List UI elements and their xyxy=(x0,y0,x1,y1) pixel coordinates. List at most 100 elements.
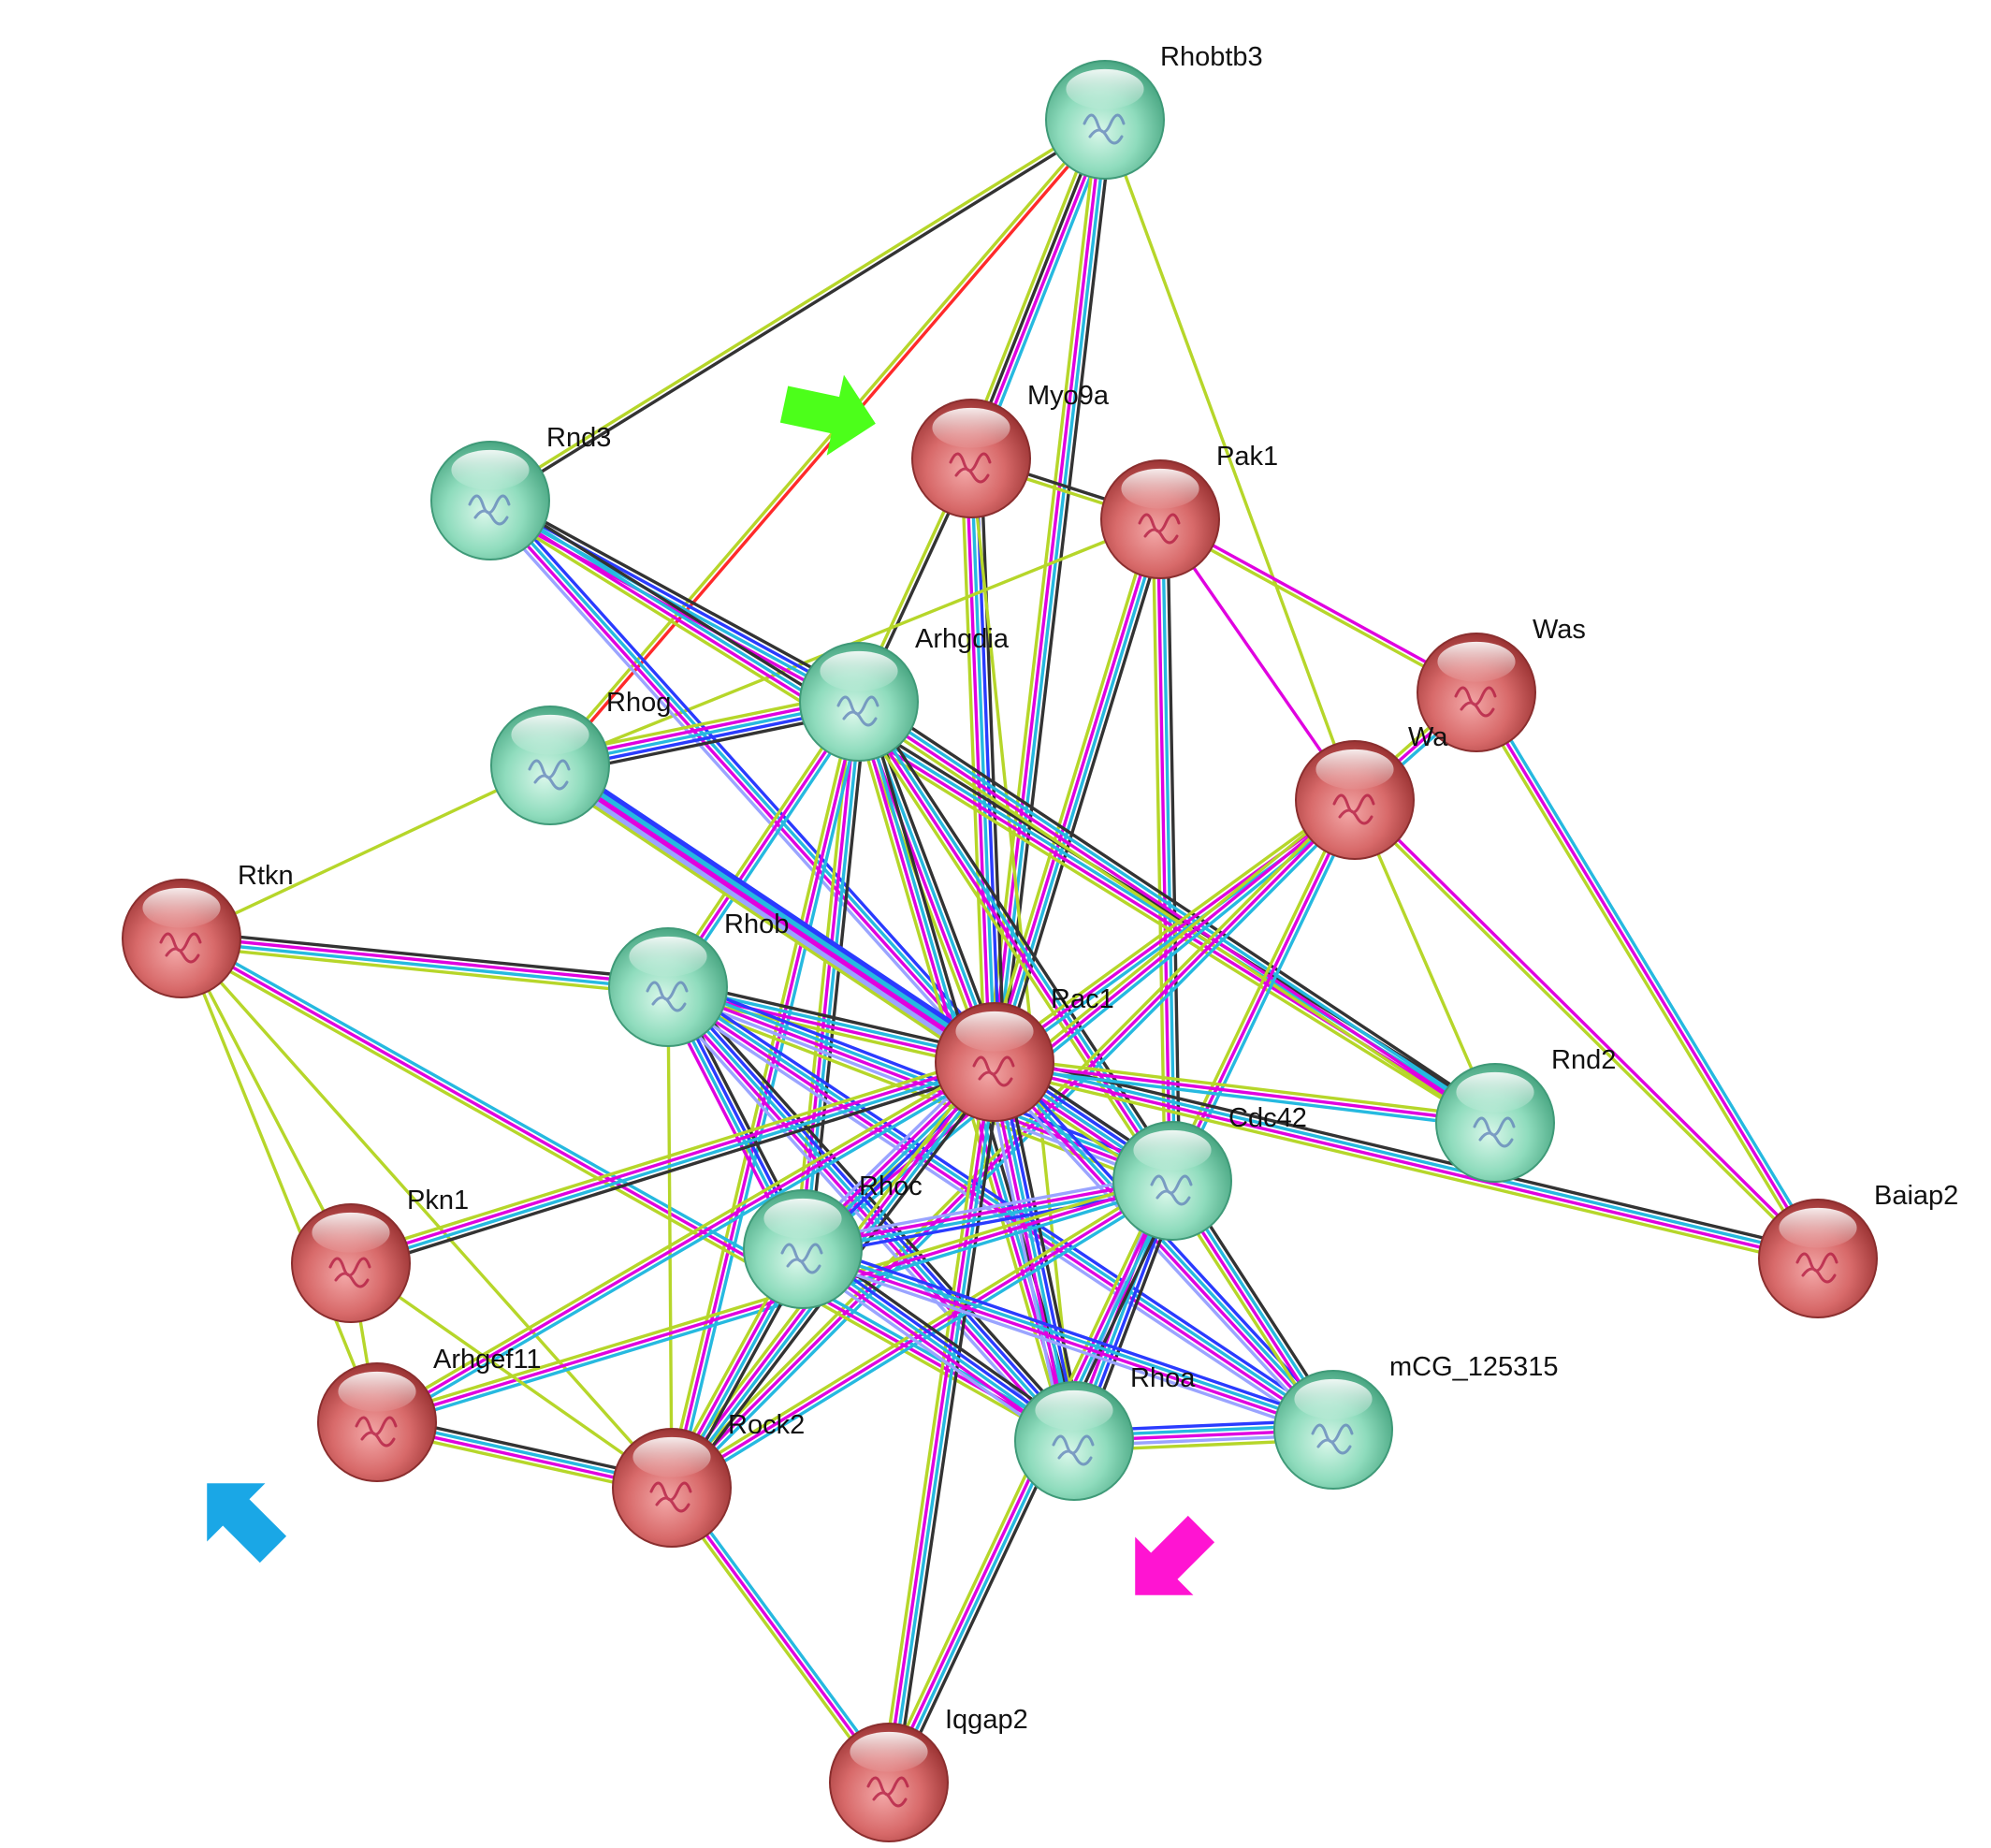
node-arhgef11[interactable]: Arhgef11 xyxy=(317,1345,542,1482)
edge-line-yellowgreen xyxy=(485,504,1493,1131)
node-wasl[interactable]: Wa xyxy=(1295,722,1448,860)
edge-line-magenta xyxy=(884,1178,1172,1783)
node-myo9a[interactable]: Myo9a xyxy=(911,381,1110,518)
edge-line-cyan xyxy=(992,1065,1497,1129)
edge-Rnd3-Rac1 xyxy=(483,494,1002,1069)
edge-Wasl-Baiap2 xyxy=(1351,796,1822,1262)
protein-structure-icon xyxy=(649,1481,692,1513)
node-rhob[interactable]: Rhob xyxy=(608,909,789,1047)
node-rac1[interactable]: Rac1 xyxy=(935,984,1114,1122)
edge-line-cyan xyxy=(889,1060,999,1785)
edge-Rac1-Pkn1 xyxy=(346,1053,999,1273)
edge-Rtkn-Arhgef11 xyxy=(180,937,379,1424)
node-rock2[interactable]: Rock2 xyxy=(612,1410,805,1548)
edge-line-yellowgreen xyxy=(666,1489,887,1787)
edge-line-yellowgreen xyxy=(1157,519,1477,696)
node-label: Rhog xyxy=(606,688,671,718)
edge-Rac1-Rhoa xyxy=(983,1058,1085,1445)
edge-line-lightblue xyxy=(983,1062,1067,1445)
node-baiap2[interactable]: Baiap2 xyxy=(1758,1181,1958,1318)
edge-line-lightblue xyxy=(483,503,991,1069)
protein-structure-icon xyxy=(780,1243,823,1274)
edge-line-magenta xyxy=(1475,691,1820,1260)
node-gloss xyxy=(632,1436,711,1477)
edge-line-magenta xyxy=(487,501,995,1066)
edge-line-yellowgreen xyxy=(993,1055,1498,1120)
edge-line-yellowgreen xyxy=(180,937,379,1424)
edge-line-cyan xyxy=(995,118,1110,1065)
edge-line-cyan xyxy=(376,1184,1176,1429)
edge-line-magenta xyxy=(971,119,1110,461)
node-rhoa[interactable]: Rhoa xyxy=(1014,1363,1196,1501)
node-gloss xyxy=(955,1011,1034,1052)
annotation-arrows xyxy=(207,374,1215,1595)
node-rtkn[interactable]: Rtkn xyxy=(122,861,294,998)
edge-Pak1-Was xyxy=(1157,516,1479,696)
edge-line-magenta xyxy=(884,1059,995,1784)
node-rhoc[interactable]: Rhoc xyxy=(743,1171,923,1309)
edge-line-yellowgreen xyxy=(879,1059,989,1783)
edge-line-cyan xyxy=(549,762,998,1062)
edge-line-cyan xyxy=(1478,688,1824,1259)
protein-structure-icon xyxy=(1332,793,1375,825)
edge-line-yellowgreen xyxy=(991,1067,1818,1268)
node-rhog[interactable]: Rhog xyxy=(490,688,671,825)
edge-line-yellowgreen xyxy=(1351,800,1818,1262)
edge-line-magenta xyxy=(992,1062,1820,1263)
edge-line-yellowgreen xyxy=(372,1055,995,1420)
edge-line-lightblue xyxy=(799,1171,1173,1244)
node-pkn1[interactable]: Pkn1 xyxy=(291,1186,469,1323)
node-was[interactable]: Was xyxy=(1417,615,1586,752)
edge-line-black xyxy=(1000,119,1114,1065)
edge-Rnd2-Rac1 xyxy=(992,1055,1498,1129)
edge-line-black xyxy=(999,519,1170,1066)
edge-Rhog-Rac1 xyxy=(544,757,1001,1070)
node-gloss xyxy=(338,1371,416,1412)
node-cdc42[interactable]: Cdc42 xyxy=(1112,1103,1307,1241)
edge-Rac1-Iqgap2 xyxy=(879,1059,1004,1785)
node-rhobtb3[interactable]: Rhobtb3 xyxy=(1045,42,1263,180)
edge-line-magenta xyxy=(991,1062,1333,1433)
blue-arrow-icon xyxy=(207,1483,287,1564)
node-gloss xyxy=(312,1212,390,1253)
protein-structure-icon xyxy=(1473,1116,1516,1148)
edge-line-magenta xyxy=(798,700,859,1251)
node-gloss xyxy=(1121,468,1199,509)
node-label: Wa xyxy=(1408,722,1448,752)
edge-line-magenta xyxy=(180,934,670,987)
edge-line-cyan xyxy=(377,1064,999,1429)
node-rnd2[interactable]: Rnd2 xyxy=(1435,1045,1616,1183)
node-label: Rhobtb3 xyxy=(1160,42,1263,72)
node-pak1[interactable]: Pak1 xyxy=(1100,442,1278,579)
edge-line-yellowgreen xyxy=(487,116,1106,501)
edge-line-yellowgreen xyxy=(990,794,1354,1060)
edge-line-yellowgreen xyxy=(1103,118,1357,802)
edge-line-blue xyxy=(670,982,1080,1440)
edge-line-magenta xyxy=(801,798,1357,1251)
node-arhgdia[interactable]: Arhgdia xyxy=(799,624,1010,762)
edge-line-cyan xyxy=(969,457,996,1064)
edge-line-yellowgreen xyxy=(1166,796,1353,1181)
edge-line-yellowgreen xyxy=(850,704,1169,1186)
node-iqgap2[interactable]: Iqgap2 xyxy=(829,1705,1028,1842)
green-arrow-icon xyxy=(779,374,876,456)
edge-line-yellowgreen xyxy=(349,1261,674,1490)
edge-line-black xyxy=(894,1061,1004,1785)
edge-line-cyan xyxy=(993,1057,1821,1259)
protein-structure-icon xyxy=(972,1055,1015,1087)
node-label: Rnd2 xyxy=(1551,1045,1616,1075)
node-label: Rhoc xyxy=(859,1171,923,1201)
node-mcg_125315[interactable]: mCG_125315 xyxy=(1273,1352,1559,1490)
edge-Was-Baiap2 xyxy=(1470,688,1824,1263)
node-rnd3[interactable]: Rnd3 xyxy=(430,423,611,560)
edge-line-yellowgreen xyxy=(880,1175,1168,1782)
protein-structure-icon xyxy=(646,981,689,1012)
edge-line-cyan xyxy=(993,1060,1076,1443)
edge-line-cyan xyxy=(674,1483,894,1782)
edge-line-magenta xyxy=(1159,516,1479,692)
edge-Rhobtb3-Rnd3 xyxy=(487,116,1109,504)
edge-line-cyan xyxy=(350,1062,997,1268)
edge-line-blue xyxy=(997,1059,1081,1442)
edge-line-yellowgreen xyxy=(180,937,674,1490)
